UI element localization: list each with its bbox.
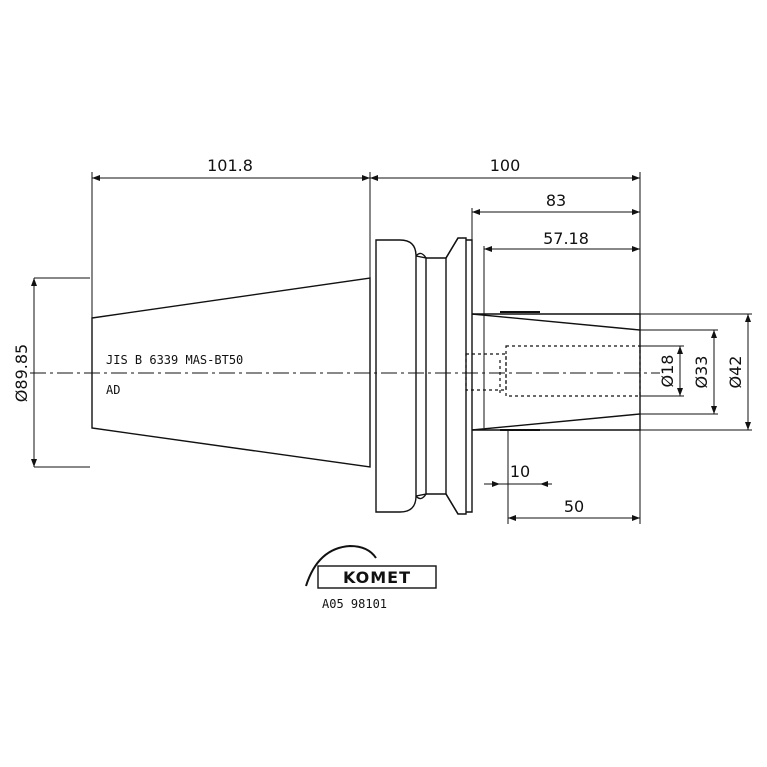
bore-main: [505, 345, 641, 397]
rear-collar: [466, 239, 473, 513]
arrowheads: [31, 175, 751, 521]
komet-logo: KOMET: [305, 544, 437, 589]
logo-brand: KOMET: [343, 568, 411, 587]
dim-83: 83: [546, 191, 566, 210]
dim-diameter-42: Ø42: [726, 356, 745, 389]
dim-diameter-18: Ø18: [658, 355, 677, 388]
dim-100: 100: [490, 156, 521, 175]
dim-diameter-89-85: Ø89.85: [12, 344, 31, 402]
tool-holder-outline: [91, 237, 641, 515]
form-note: AD: [106, 383, 120, 397]
dim-50: 50: [564, 497, 584, 516]
bore-marks: [500, 311, 540, 431]
dim-101-8: 101.8: [207, 156, 253, 175]
flange-disc: [375, 239, 417, 513]
logo-arc-icon: [305, 544, 377, 587]
bore-rear: [465, 353, 507, 391]
dim-57-18: 57.18: [543, 229, 589, 248]
taper-shank: [91, 277, 371, 468]
standard-note: JIS B 6339 MAS-BT50: [106, 353, 243, 367]
v-groove-right: [445, 237, 467, 515]
dim-10: 10: [510, 462, 530, 481]
dimension-lines: [33, 172, 752, 524]
hidden-bore: [465, 345, 641, 397]
logo-code: A05 98101: [322, 597, 387, 611]
v-groove-inner: [426, 257, 447, 495]
dim-diameter-33: Ø33: [692, 356, 711, 389]
nose-section: [472, 313, 641, 431]
v-groove: [415, 255, 427, 497]
